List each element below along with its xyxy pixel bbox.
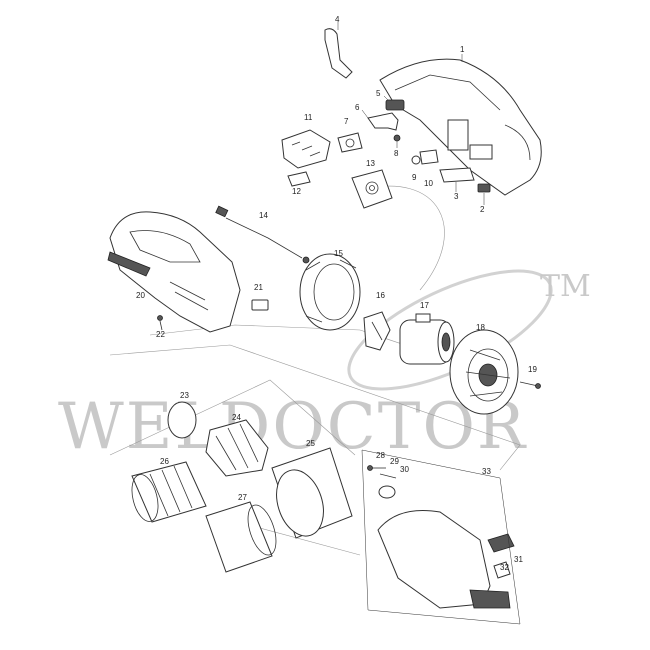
label-4: 4	[335, 15, 340, 24]
label-24: 24	[232, 413, 241, 422]
label-8: 8	[394, 149, 399, 158]
label-20: 20	[136, 291, 145, 300]
label-5: 5	[376, 89, 381, 98]
part-6-bracket	[361, 109, 399, 131]
part-13-plate	[351, 169, 393, 209]
part-16	[363, 311, 391, 351]
part-25-filter	[271, 447, 353, 539]
part-32	[493, 561, 511, 579]
label-11: 11	[304, 113, 313, 122]
part-24-prefilter	[205, 419, 269, 477]
part-5	[383, 95, 405, 111]
part-9	[411, 155, 421, 165]
part-12	[287, 171, 311, 187]
part-4-strap	[324, 22, 353, 79]
label-3: 3	[454, 192, 459, 201]
label-19: 19	[528, 365, 537, 374]
part-11-switch	[281, 129, 331, 169]
label-26: 26	[160, 457, 169, 466]
watermark-tm: TM	[540, 269, 591, 304]
part-2	[477, 183, 491, 205]
part-29	[379, 473, 397, 479]
label-29: 29	[390, 457, 399, 466]
part-27-filter-cup	[205, 501, 277, 573]
part-17-motor	[399, 313, 455, 365]
part-labels: 4 1 5 6 11 7 8 13 9 10 12 3 2 14 15 21 1…	[136, 15, 537, 572]
part-26-hepa-filter	[131, 461, 207, 523]
part-31	[487, 533, 515, 553]
label-33: 33	[482, 467, 491, 476]
part-21	[251, 299, 269, 311]
label-21: 21	[254, 283, 263, 292]
label-15: 15	[334, 249, 343, 258]
part-1-housing	[379, 54, 542, 196]
part-14-wire	[215, 205, 310, 264]
label-14: 14	[259, 211, 268, 220]
label-18: 18	[476, 323, 485, 332]
label-1: 1	[460, 45, 465, 54]
part-30	[378, 485, 396, 499]
label-28: 28	[376, 451, 385, 460]
part-19-screw	[519, 381, 541, 389]
part-3	[439, 167, 475, 192]
watermark: WELDOCTOR TM	[58, 269, 591, 464]
part-23-disc	[167, 401, 197, 439]
label-9: 9	[412, 173, 417, 182]
assembly-guide-lines	[109, 185, 521, 556]
part-33-nozzle-assembly: makita	[361, 449, 521, 625]
label-10: 10	[424, 179, 433, 188]
part-10	[419, 149, 439, 165]
label-25: 25	[306, 439, 315, 448]
label-12: 12	[292, 187, 301, 196]
label-22: 22	[156, 330, 165, 339]
label-13: 13	[366, 159, 375, 168]
watermark-text: WELDOCTOR	[58, 390, 527, 464]
part-8-screw	[393, 134, 401, 148]
label-27: 27	[238, 493, 247, 502]
part-28-screw	[367, 465, 386, 471]
part-22-screw	[157, 315, 163, 331]
label-17: 17	[420, 301, 429, 310]
label-7: 7	[344, 117, 349, 126]
part-7	[337, 132, 363, 153]
label-2: 2	[480, 205, 485, 214]
part-20-handle-housing	[107, 211, 241, 333]
label-30: 30	[400, 465, 409, 474]
label-23: 23	[180, 391, 189, 400]
part-18-fan-cover	[449, 329, 519, 415]
label-31: 31	[514, 555, 523, 564]
part-15-motor-bracket	[299, 253, 361, 331]
label-16: 16	[376, 291, 385, 300]
label-6: 6	[355, 103, 360, 112]
label-32: 32	[500, 563, 509, 572]
